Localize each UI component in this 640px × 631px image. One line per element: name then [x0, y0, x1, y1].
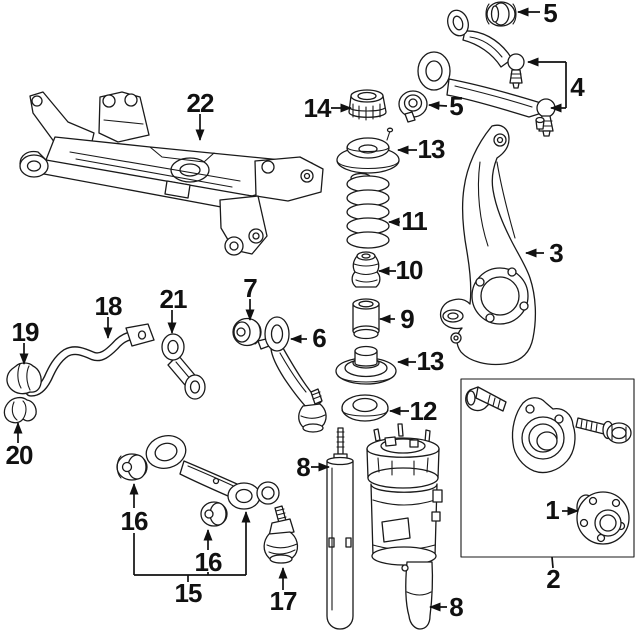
air-strut: [366, 423, 443, 630]
hub-hardware-box: [460, 378, 635, 558]
upper-arm-bushing-rear: [398, 90, 428, 123]
wheel-hub: [576, 491, 630, 545]
subframe-crossmember: [19, 91, 324, 256]
straight-lower-arm: [145, 435, 280, 510]
strut-mount-cap: [348, 89, 387, 121]
lower-ball-joint: [263, 505, 299, 564]
spring-seat-ring: [341, 394, 389, 422]
shock-absorber: [326, 427, 354, 630]
stabilizer-bushing: [6, 362, 42, 395]
upper-control-arm-rear: [417, 51, 556, 137]
stabilizer-bracket: [3, 396, 37, 424]
dust-sleeve: [352, 298, 380, 340]
leader-line: [551, 556, 554, 569]
curved-lower-arm: [264, 316, 327, 433]
upper-strut-mount: [336, 127, 400, 174]
hub-socket-bolt: [465, 386, 507, 412]
stabilizer-bar: [25, 323, 155, 397]
hub-flange-bolt: [575, 417, 632, 444]
lower-spring-seat: [335, 345, 397, 385]
upper-control-arm-front: [447, 9, 525, 89]
stabilizer-link: [161, 333, 206, 400]
curved-arm-bushing: [232, 317, 270, 350]
annotation-layer: [13, 7, 579, 612]
upper-arm-bushing-front: [485, 1, 517, 27]
bump-stop: [351, 251, 381, 288]
knuckle-stud: [535, 116, 545, 130]
coil-spring: [346, 172, 390, 249]
lower-arm-bushing-front: [116, 453, 148, 481]
lower-arm-bushing-rear: [200, 501, 228, 527]
wheel-bearing: [511, 397, 576, 474]
steering-knuckle: [439, 124, 537, 366]
leader-arrow: [428, 101, 448, 111]
